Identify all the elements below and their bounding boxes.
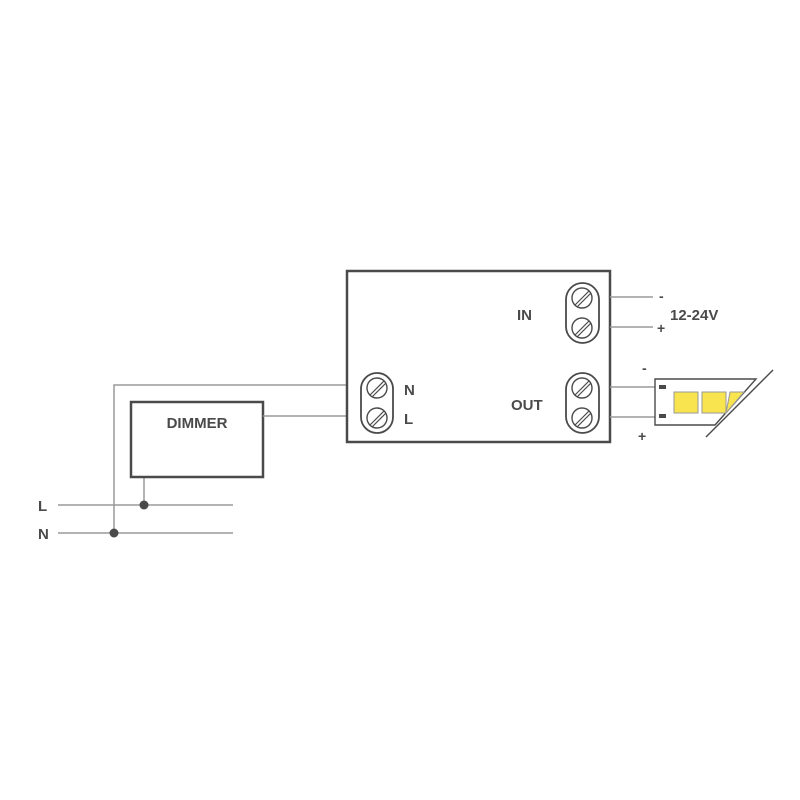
mains-terminal-block	[360, 372, 394, 434]
live-junction-dot	[139, 500, 149, 510]
led-chip	[673, 391, 699, 414]
led-chip	[725, 391, 746, 415]
dimmer-box	[129, 400, 265, 479]
terminal-l-label: L	[404, 411, 413, 428]
mains-l-label: L	[38, 498, 47, 515]
strip-cut-line	[705, 369, 774, 438]
output-label: OUT	[511, 397, 543, 414]
dimmer-label: DIMMER	[167, 415, 228, 432]
neutral-junction-dot	[109, 528, 119, 538]
neutral-wire	[113, 384, 347, 533]
supply-minus-label: -	[659, 288, 664, 304]
mains-n-label: N	[38, 526, 49, 543]
strip-plus-label: +	[638, 428, 646, 444]
supply-plus-label: +	[657, 320, 665, 336]
strip-minus-label: -	[642, 360, 647, 376]
input-label: IN	[517, 307, 532, 324]
led-chip	[701, 391, 727, 414]
input-terminal-block	[565, 282, 600, 344]
supply-voltage-label: 12-24V	[670, 307, 718, 324]
output-terminal-block	[565, 372, 600, 434]
led-strip	[654, 369, 774, 438]
terminal-n-label: N	[404, 382, 415, 399]
